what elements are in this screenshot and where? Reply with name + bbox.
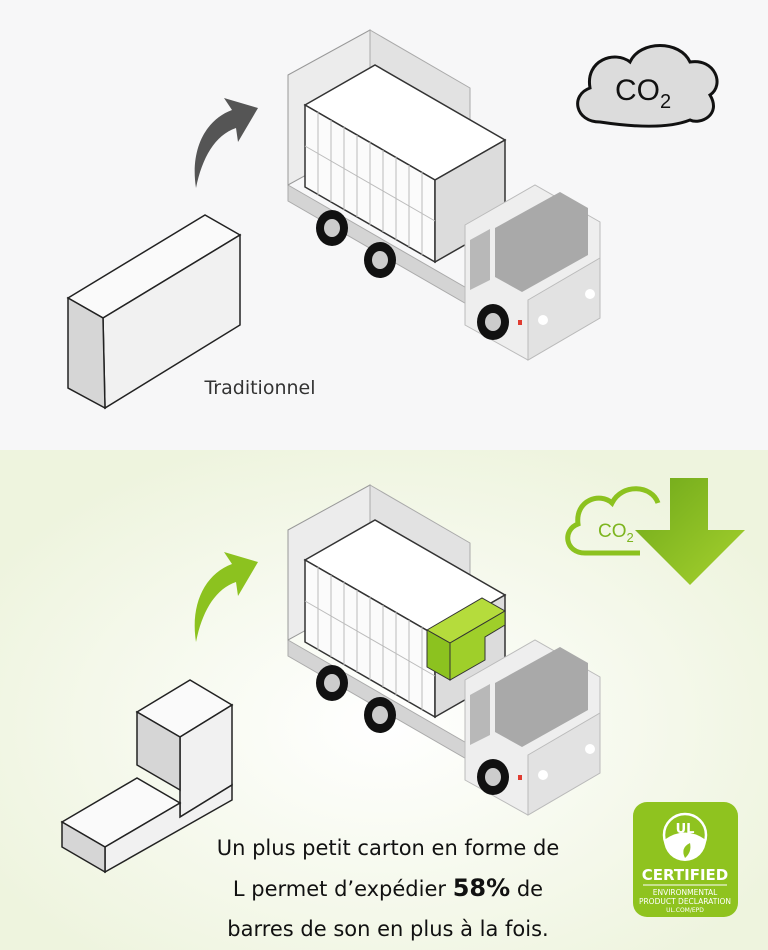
svg-text:CERTIFIED: CERTIFIED [642,866,728,884]
svg-text:ENVIRONMENTAL: ENVIRONMENTAL [653,888,718,897]
caption-line-2: L permet d’expédier 58% de [232,874,544,902]
down-arrow-icon [635,478,745,585]
ul-certified-badge: UL CERTIFIED ENVIRONMENTAL PRODUCT DECLA… [633,802,738,917]
svg-text:CO2: CO2 [615,74,671,113]
traditional-label: Traditionnel [204,377,316,399]
co2-reduced-cloud-icon: CO2 [565,486,661,556]
caption-line-3: barres de son en plus à la fois. [227,917,549,941]
co2-cloud-icon: CO2 [576,44,719,128]
curved-arrow-icon [194,552,258,642]
caption: Un plus petit carton en forme de L perme… [170,828,606,949]
svg-text:UL.COM/EPD: UL.COM/EPD [666,907,704,914]
percentage-highlight: 58% [452,874,511,902]
highlighted-l-carton [425,597,507,681]
l-shaped-box [60,679,234,874]
svg-text:PRODUCT DECLARATION: PRODUCT DECLARATION [639,897,731,906]
traditional-box [66,214,242,410]
leaf-icon [683,843,691,858]
curved-arrow-icon [194,98,258,188]
ul-logo: UL [676,822,695,837]
svg-text:CO2: CO2 [598,521,634,545]
caption-line-1: Un plus petit carton en forme de [216,836,560,860]
